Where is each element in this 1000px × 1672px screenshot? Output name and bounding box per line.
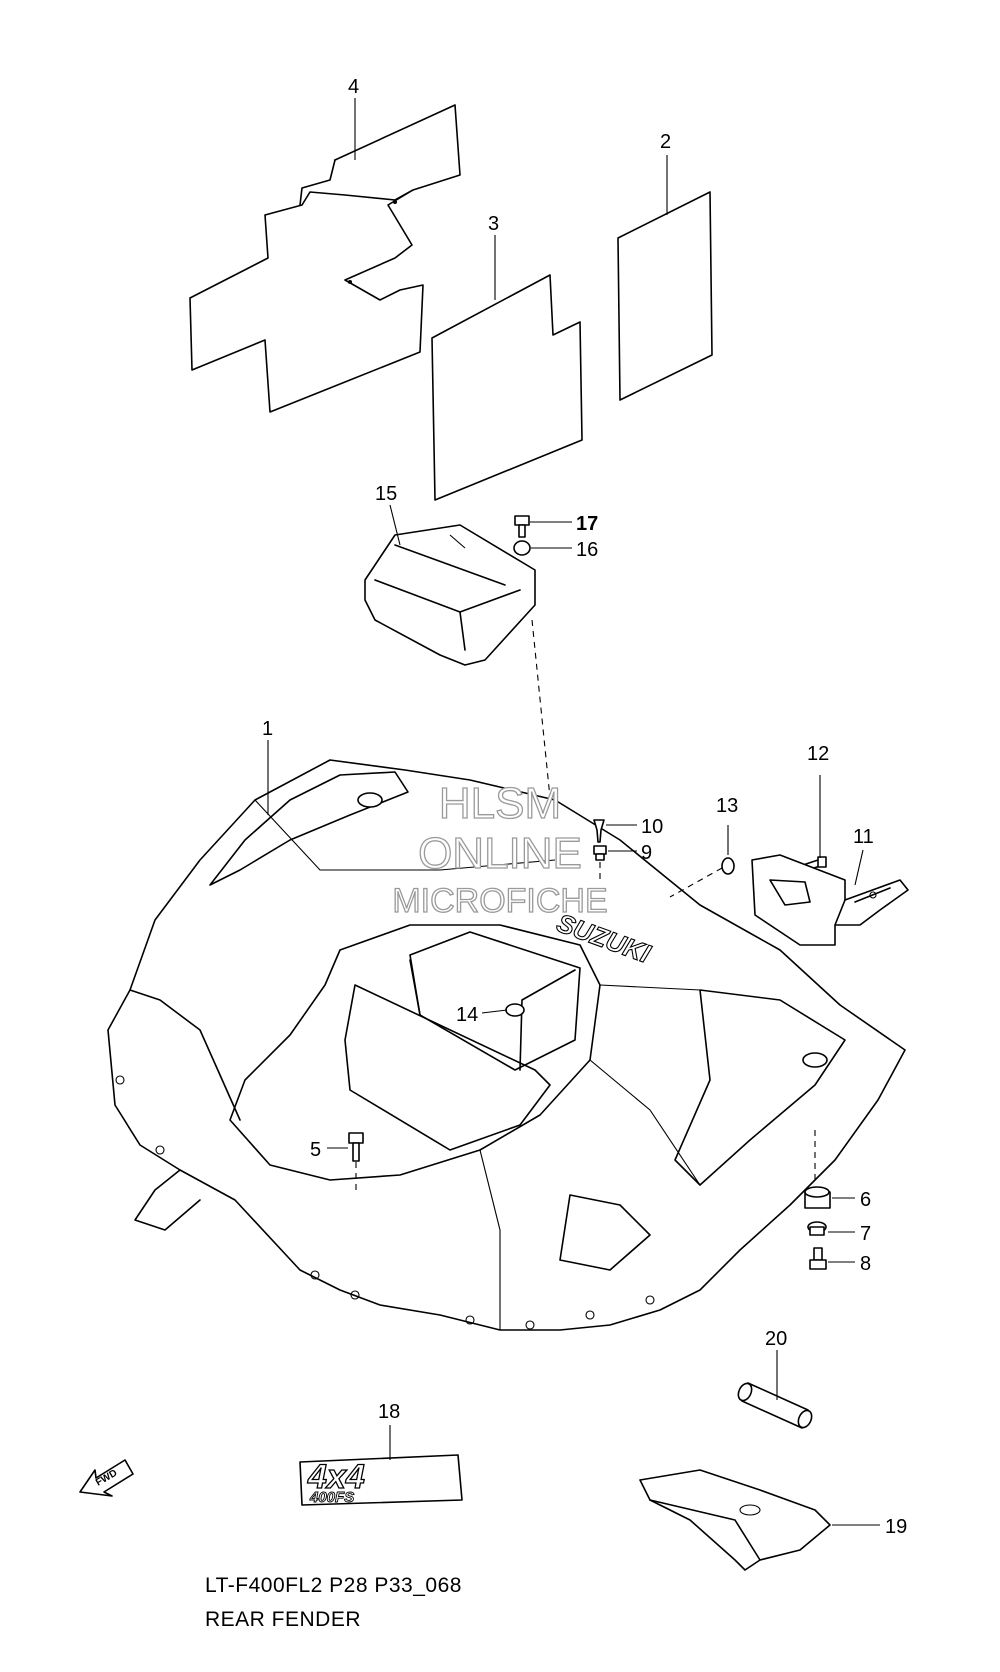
watermark-line-1: HLSM	[439, 779, 561, 828]
svg-text:9: 9	[641, 842, 652, 864]
svg-text:7: 7	[860, 1223, 871, 1245]
svg-text:8: 8	[860, 1253, 871, 1275]
callout-16: 16	[531, 539, 598, 561]
callout-13: 13	[716, 795, 738, 855]
callout-12: 12	[807, 743, 829, 858]
callout-1: 1	[262, 718, 273, 815]
decal-4x4-text: 4x4	[307, 1458, 365, 1496]
svg-text:18: 18	[378, 1401, 400, 1423]
callout-15: 15	[375, 483, 401, 546]
part-16-nut	[513, 540, 531, 556]
diagram-title: REAR FENDER	[205, 1608, 362, 1631]
svg-text:20: 20	[765, 1328, 787, 1350]
callout-8: 8	[828, 1253, 871, 1275]
svg-text:2: 2	[660, 131, 671, 153]
callout-20: 20	[765, 1328, 787, 1400]
watermark-line-2: ONLINE	[418, 829, 582, 878]
svg-text:12: 12	[807, 743, 829, 765]
watermark-line-3: MICROFICHE	[392, 882, 607, 920]
part-19-cover	[639, 1469, 831, 1571]
svg-text:5: 5	[310, 1139, 321, 1161]
callout-7: 7	[828, 1223, 871, 1245]
part-9-nut	[593, 845, 607, 861]
part-8-bolt	[809, 1247, 827, 1270]
svg-text:17: 17	[576, 513, 598, 535]
svg-text:14: 14	[456, 1004, 478, 1026]
part-20-pipe	[737, 1382, 813, 1429]
svg-text:3: 3	[488, 213, 499, 235]
callout-3: 3	[488, 213, 499, 300]
callout-5: 5	[310, 1139, 348, 1161]
callout-14: 14	[456, 1004, 508, 1026]
part-2-decal	[617, 191, 713, 401]
svg-text:13: 13	[716, 795, 738, 817]
callout-11: 11	[853, 826, 874, 886]
svg-text:10: 10	[641, 816, 663, 838]
callout-4: 4	[348, 76, 359, 160]
callout-17: 17	[530, 513, 598, 535]
callout-10: 10	[606, 816, 663, 838]
callout-9: 9	[608, 842, 652, 864]
part-4-decal	[189, 104, 461, 413]
part-10-screw	[593, 819, 605, 843]
decal-400fs-text: 400FS	[309, 1489, 354, 1506]
callout-2: 2	[660, 131, 671, 215]
svg-text:16: 16	[576, 539, 598, 561]
part-7-collar	[807, 1221, 827, 1236]
watermark: HLSM ONLINE MICROFICHE	[392, 778, 609, 920]
part-6-bushing	[804, 1186, 831, 1209]
part-17-bolt	[514, 515, 530, 538]
part-11-bracket	[751, 854, 909, 946]
svg-text:1: 1	[262, 718, 273, 740]
svg-text:4: 4	[348, 76, 359, 98]
diagram-code: LT-F400FL2 P28 P33_068	[205, 1574, 462, 1597]
callout-19: 19	[832, 1516, 907, 1538]
svg-text:6: 6	[860, 1189, 871, 1211]
part-1-rear-fender: SUZUKI	[107, 759, 906, 1331]
svg-text:11: 11	[853, 826, 874, 848]
fwd-arrow-icon: FWD	[79, 1459, 134, 1497]
callout-18: 18	[378, 1401, 400, 1460]
callout-6: 6	[832, 1189, 871, 1211]
svg-text:19: 19	[885, 1516, 907, 1538]
part-5-bolt	[348, 1132, 364, 1162]
assembly-line-13	[669, 867, 723, 898]
part-3-decal	[431, 274, 583, 501]
part-18-4x4-decal: 4x4 400FS	[299, 1454, 463, 1506]
part-15-storage-lid	[364, 524, 536, 666]
svg-text:15: 15	[375, 483, 397, 505]
part-13-washer	[721, 857, 735, 875]
